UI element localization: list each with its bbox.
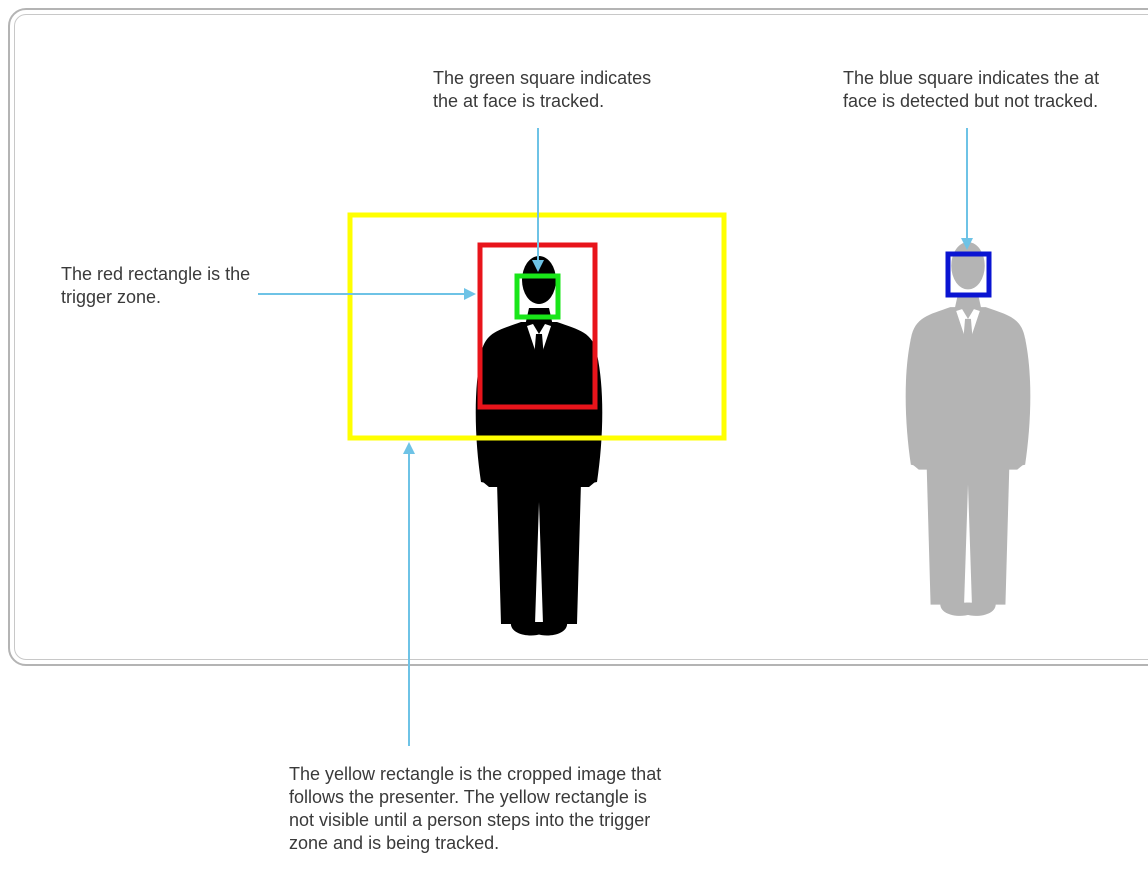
- untracked-person-icon: [906, 242, 1031, 616]
- blue-square-caption: The blue square indicates the at face is…: [843, 67, 1113, 113]
- green-square-caption: The green square indicates the at face i…: [433, 67, 663, 113]
- red-rectangle-caption: The red rectangle is the trigger zone.: [61, 263, 261, 309]
- tracked-person-icon: [476, 256, 603, 636]
- yellow-rectangle-caption: The yellow rectangle is the cropped imag…: [289, 763, 664, 855]
